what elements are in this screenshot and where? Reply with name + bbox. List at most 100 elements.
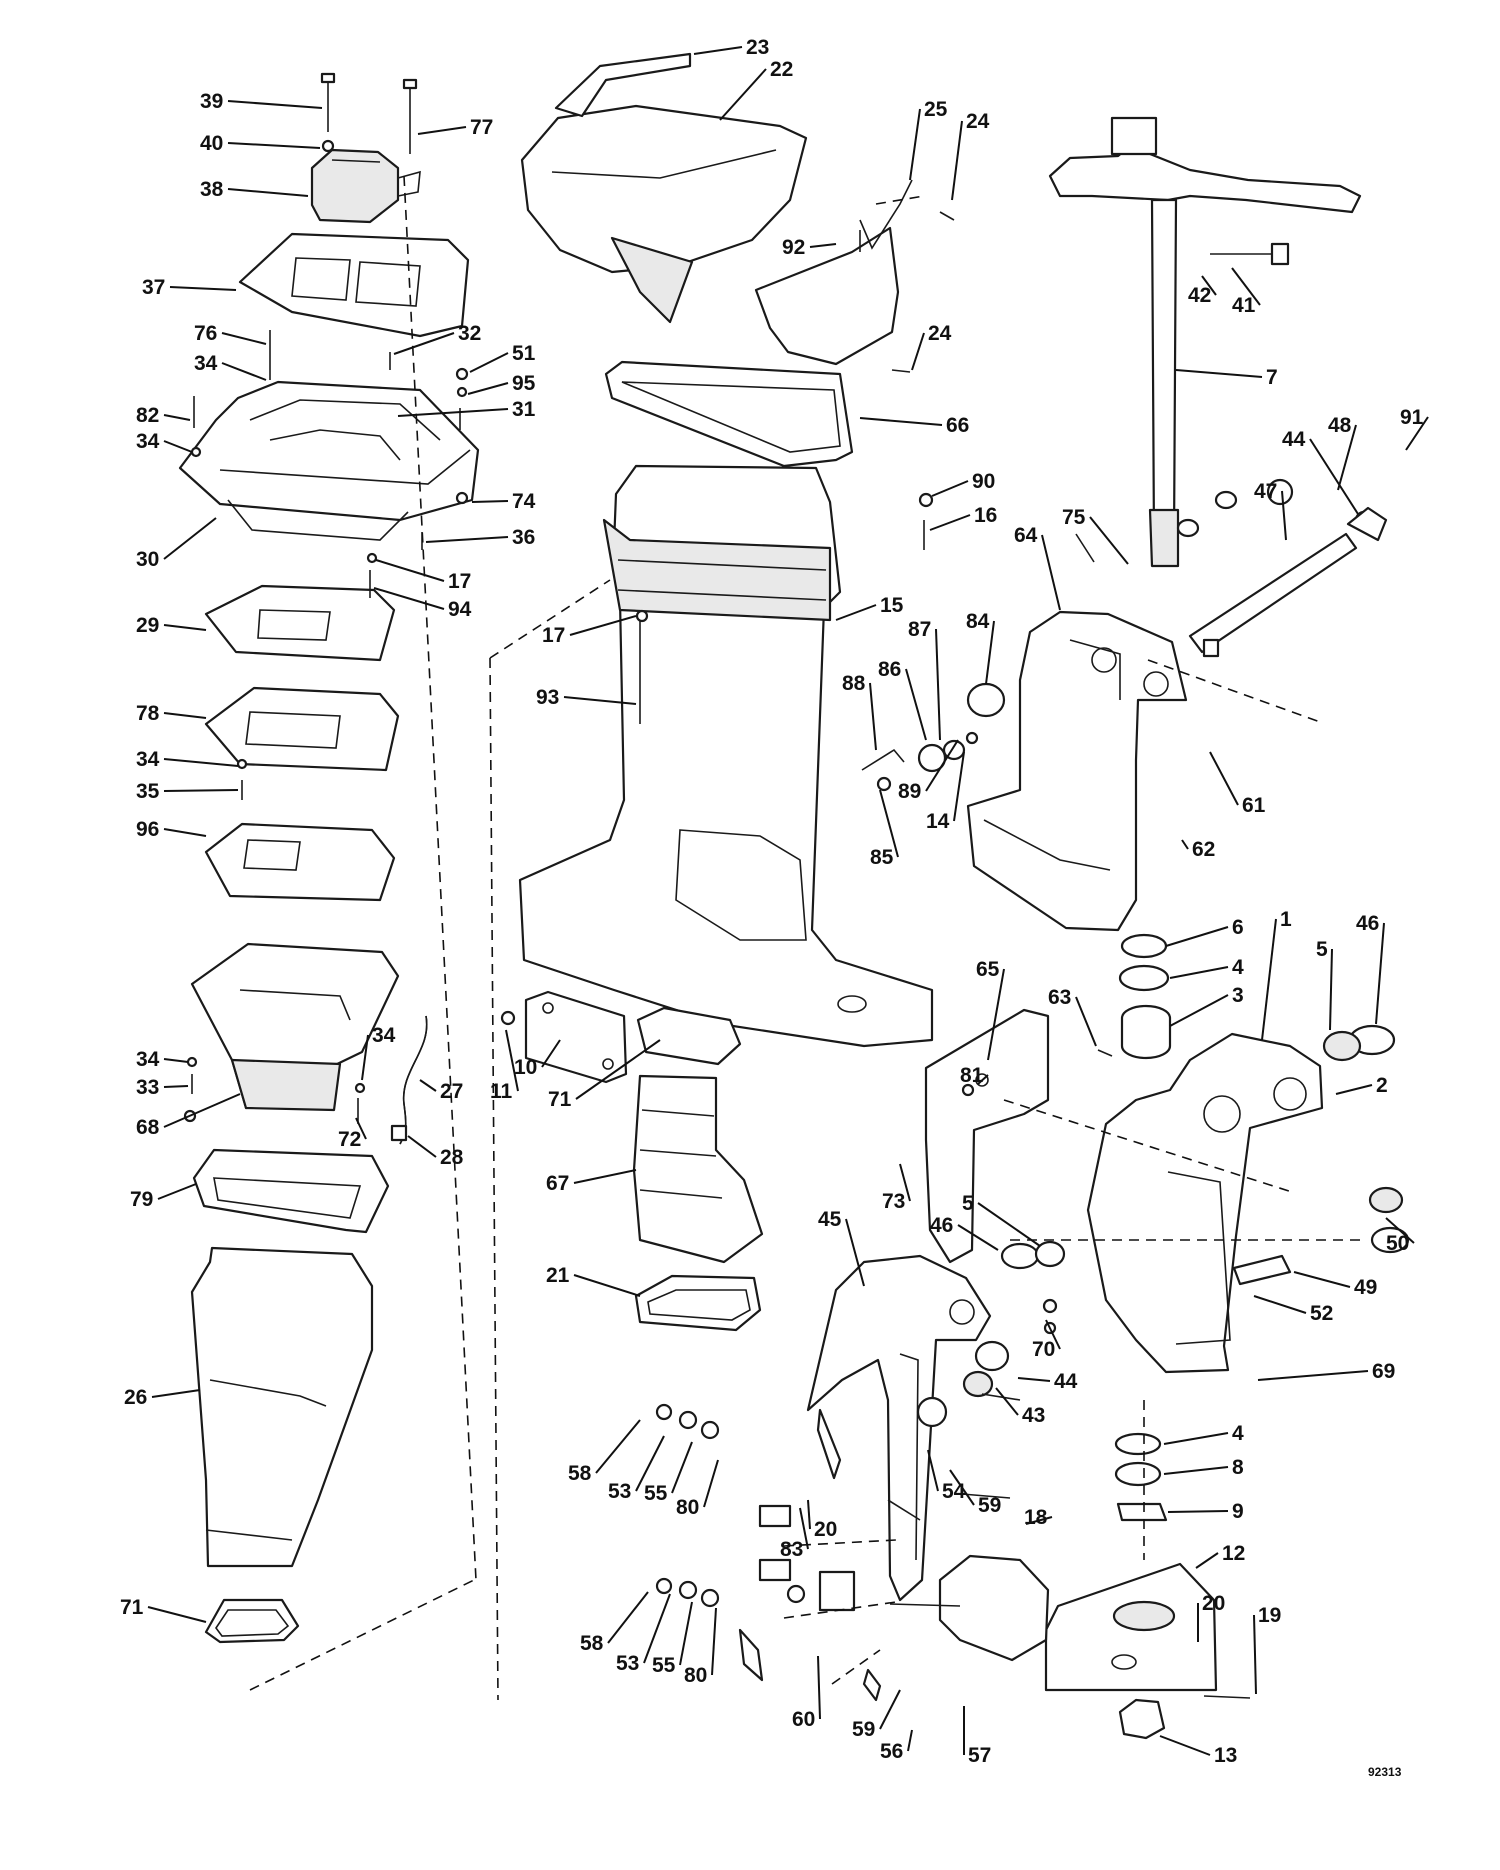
callout-leader: [595, 1419, 641, 1474]
callout-leader: [221, 362, 267, 381]
part-64-swivel-bracket: [966, 610, 1188, 932]
callout-2: 2: [1335, 1074, 1388, 1097]
callout-label: 96: [136, 818, 159, 841]
callout-leader: [635, 1435, 665, 1492]
callout-label: 89: [898, 780, 921, 803]
callout-48: 48: [1328, 414, 1357, 491]
callout-55: 55: [652, 1601, 693, 1677]
callout-37: 37: [142, 276, 237, 299]
part-37-gasket: [238, 232, 470, 338]
part-41-bolt: [1210, 242, 1290, 266]
callout-label: 77: [470, 116, 493, 139]
callout-leader: [163, 789, 239, 792]
callout-leader: [1165, 926, 1229, 947]
callout-53: 53: [616, 1593, 671, 1675]
callout-15: 15: [835, 594, 904, 621]
callout-64: 64: [1014, 524, 1061, 611]
callout-label: 7: [1266, 366, 1278, 389]
callout-39: 39: [200, 90, 323, 113]
callout-leader: [169, 286, 237, 291]
callout-70: 70: [1032, 1319, 1061, 1361]
alignment-line-lower-right: [831, 1649, 881, 1685]
callout-leader: [163, 712, 207, 719]
part-7-steering-arm: [1048, 116, 1362, 568]
part-66-seal: [604, 360, 854, 468]
callout-label: 68: [136, 1116, 160, 1139]
callout-label: 34: [136, 1048, 160, 1071]
callout-label: 66: [946, 414, 969, 437]
part-45-clamp-bracket: [806, 1254, 992, 1602]
callout-label: 58: [568, 1462, 592, 1485]
callout-leader: [163, 1085, 189, 1088]
callout-54: 54: [927, 1449, 966, 1503]
callout-label: 41: [1232, 294, 1256, 317]
callout-31: 31: [397, 398, 536, 421]
callout-label: 20: [814, 1518, 837, 1541]
part-39-bolt: [320, 72, 336, 132]
right-hardware: [655, 506, 1388, 1702]
callout-leader: [1163, 1432, 1229, 1445]
callout-label: 87: [908, 618, 931, 641]
callout-38: 38: [200, 178, 309, 201]
callout-52: 52: [1253, 1295, 1333, 1325]
callout-49: 49: [1293, 1271, 1377, 1299]
callout-27: 27: [419, 1079, 463, 1103]
part-71-seal-upper: [636, 1006, 742, 1066]
callout-label: 50: [1386, 1232, 1409, 1255]
callout-label: 16: [974, 504, 997, 527]
callout-leader: [1181, 839, 1189, 850]
callout-label: 22: [770, 58, 793, 81]
callout-90: 90: [931, 470, 995, 497]
callout-66: 66: [859, 414, 969, 437]
callout-label: 34: [194, 352, 218, 375]
callout-leader: [909, 108, 921, 181]
callout-63: 63: [1048, 986, 1097, 1047]
callout-leader: [227, 100, 323, 109]
callout-18: 18: [1024, 1506, 1053, 1529]
callout-1: 1: [1261, 908, 1292, 1041]
callout-11: 11: [490, 1029, 519, 1103]
callout-34: 34: [361, 1024, 396, 1081]
callout-83: 83: [780, 1507, 809, 1561]
callout-label: 80: [676, 1496, 699, 1519]
callout-leader: [221, 332, 267, 345]
callout-label: 54: [942, 1480, 966, 1503]
callout-label: 79: [130, 1188, 153, 1211]
alignment-line-lower-left: [783, 1539, 897, 1547]
callout-leader: [1337, 424, 1357, 491]
callout-leader: [703, 1459, 719, 1508]
callout-leader: [995, 1387, 1019, 1416]
callout-label: 69: [1372, 1360, 1395, 1383]
callout-label: 40: [200, 132, 223, 155]
callout-label: 10: [514, 1056, 537, 1079]
callout-leader: [1167, 1510, 1229, 1513]
callout-label: 28: [440, 1146, 464, 1169]
callout-leader: [929, 514, 971, 531]
callout-leader: [375, 559, 445, 582]
callout-88: 88: [842, 672, 877, 751]
callout-label: 35: [136, 780, 160, 803]
callout-label: 53: [616, 1652, 639, 1675]
callout-71: 71: [548, 1039, 661, 1111]
callout-label: 47: [1254, 480, 1277, 503]
callout-label: 34: [372, 1024, 396, 1047]
callout-label: 67: [546, 1172, 569, 1195]
callout-leader: [425, 536, 509, 543]
callout-3: 3: [1169, 984, 1244, 1027]
callout-label: 1: [1280, 908, 1292, 931]
callout-label: 44: [1054, 1370, 1078, 1393]
callout-label: 53: [608, 1480, 631, 1503]
callout-label: 37: [142, 276, 165, 299]
callout-label: 91: [1400, 406, 1424, 429]
callout-leader: [1041, 534, 1061, 611]
callout-8: 8: [1163, 1456, 1244, 1479]
part-96-gasket: [204, 822, 396, 902]
part-1-stern-bracket: [1086, 1032, 1324, 1374]
callout-label: 46: [1356, 912, 1379, 935]
callout-label: 61: [1242, 794, 1266, 817]
callout-leader: [1089, 516, 1129, 565]
part-10-cover: [524, 990, 628, 1084]
part-23-handle: [554, 52, 692, 118]
callout-leader: [1159, 1735, 1211, 1756]
callout-23: 23: [693, 36, 769, 59]
